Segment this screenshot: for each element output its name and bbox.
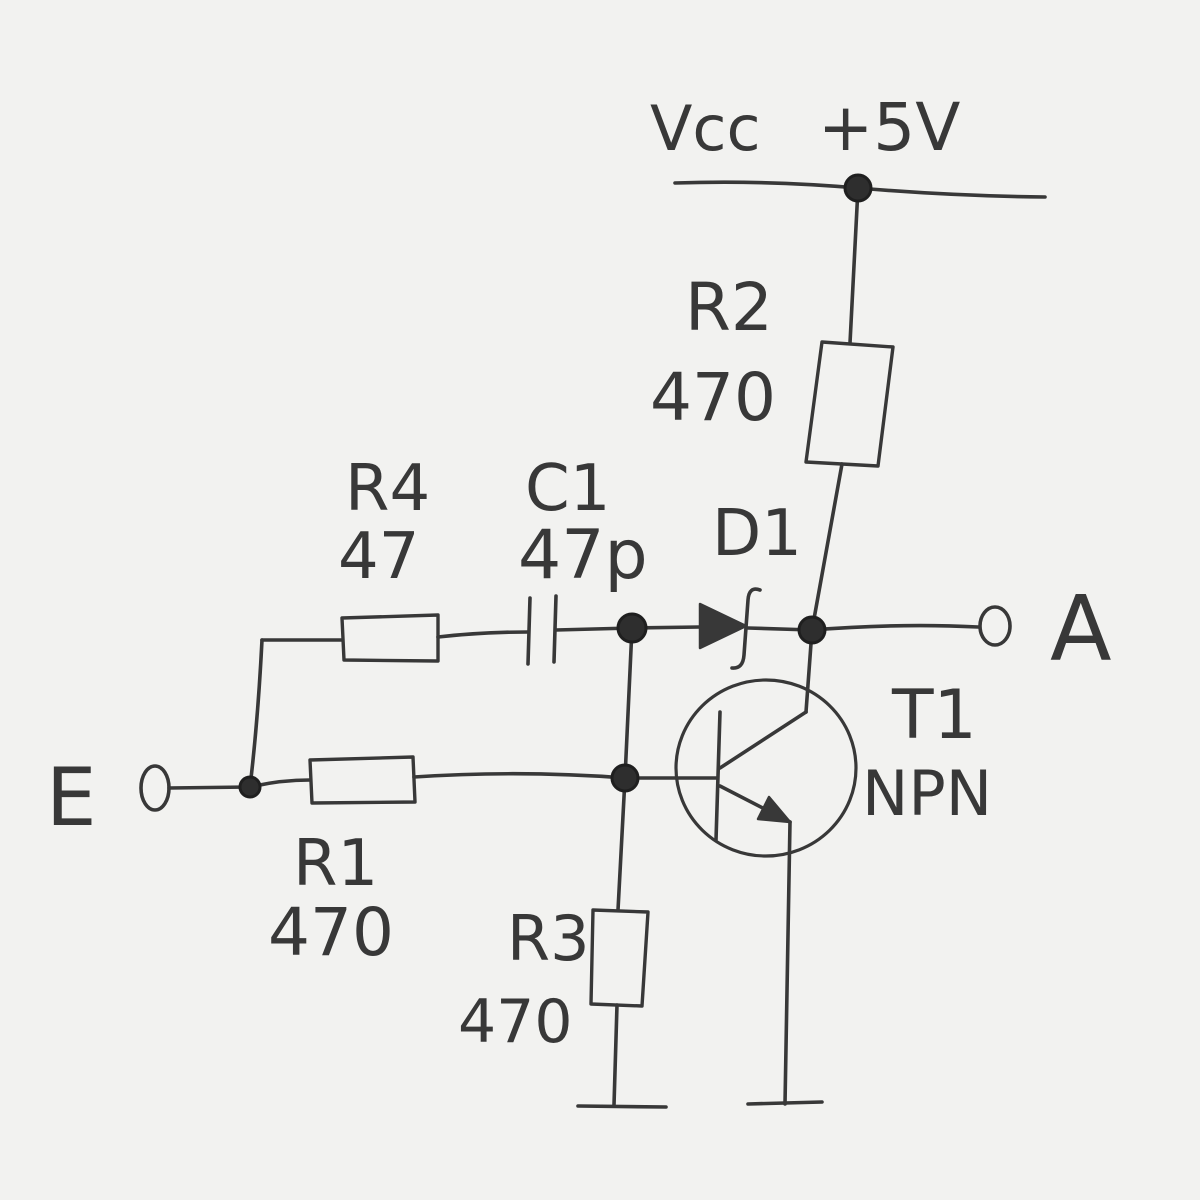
resistor-r2: R2 470 bbox=[650, 186, 895, 632]
wire-emitter-to-ground bbox=[783, 820, 792, 1106]
transistor-t1-collector-lead bbox=[718, 710, 808, 770]
resistor-r3: R3 470 bbox=[458, 776, 668, 1109]
capacitor-c1-ref: C1 bbox=[525, 452, 610, 526]
diode-d1-ref: D1 bbox=[712, 497, 802, 571]
capacitor-c1: C1 47p bbox=[436, 452, 648, 666]
capacitor-c1-plate-left bbox=[526, 596, 532, 666]
vcc-rail: Vcc +5V bbox=[650, 89, 1047, 199]
input-terminal-label: E bbox=[46, 751, 97, 844]
capacitor-c1-value: 47p bbox=[518, 516, 648, 595]
resistor-r2-body bbox=[804, 340, 895, 468]
resistor-r3-value: 470 bbox=[458, 987, 573, 1057]
diode-d1-cathode-bar bbox=[730, 587, 762, 670]
wire-base-node-to-r3 bbox=[616, 776, 627, 912]
input-terminal-group: E bbox=[46, 751, 252, 844]
vcc-label: Vcc bbox=[650, 92, 761, 165]
resistor-r4-value: 47 bbox=[338, 520, 419, 594]
junction-dot-input bbox=[238, 775, 262, 799]
wire-input-node-up bbox=[248, 638, 264, 789]
output-terminal-label: A bbox=[1050, 577, 1112, 682]
wire-r4-to-c1 bbox=[436, 630, 530, 639]
transistor-t1-emitter-arrow bbox=[756, 795, 792, 824]
ground-symbol-emitter bbox=[746, 1100, 824, 1106]
resistor-r4-ref: R4 bbox=[345, 452, 430, 526]
wire-r3-to-ground bbox=[612, 1003, 619, 1107]
resistor-r3-ref: R3 bbox=[507, 902, 590, 975]
resistor-r1-body bbox=[308, 755, 417, 805]
junction-dot-c1 bbox=[616, 612, 648, 644]
diode-d1: D1 bbox=[630, 497, 814, 670]
output-terminal-group: A bbox=[810, 577, 1112, 682]
wire-vcc-to-r2 bbox=[848, 186, 860, 345]
resistor-r3-body bbox=[589, 908, 650, 1008]
wire-output-node-to-terminal bbox=[810, 623, 980, 632]
transistor-t1-envelope bbox=[674, 678, 858, 858]
vcc-voltage-label: +5V bbox=[818, 89, 960, 166]
resistor-r1: R1 470 bbox=[248, 755, 627, 971]
resistor-r1-ref: R1 bbox=[293, 827, 378, 901]
resistor-r2-value: 470 bbox=[650, 359, 776, 436]
transistor-t1: T1 NPN bbox=[623, 628, 992, 1106]
junction-dot-base bbox=[610, 763, 640, 793]
wire-r2-to-output-node bbox=[810, 462, 844, 632]
wire-c1-node-to-base-node bbox=[623, 626, 634, 780]
wire-input-terminal-to-node bbox=[167, 785, 252, 790]
transistor-t1-base-bar bbox=[714, 710, 722, 842]
junctions bbox=[238, 173, 873, 799]
resistor-r1-value: 470 bbox=[268, 894, 394, 971]
resistor-r2-ref: R2 bbox=[685, 269, 773, 346]
resistor-r4: R4 47 bbox=[248, 452, 440, 789]
transistor-t1-type: NPN bbox=[862, 757, 992, 830]
wire-r1-to-base-node bbox=[412, 771, 627, 780]
junction-dot-output bbox=[797, 615, 827, 645]
ground-symbol-r3 bbox=[576, 1104, 668, 1109]
junction-dot-vcc bbox=[843, 173, 873, 203]
output-terminal bbox=[978, 605, 1012, 647]
diode-d1-anode-triangle bbox=[698, 602, 748, 650]
resistor-r4-body bbox=[340, 613, 440, 663]
input-terminal bbox=[139, 764, 171, 812]
transistor-t1-ref: T1 bbox=[891, 676, 977, 755]
